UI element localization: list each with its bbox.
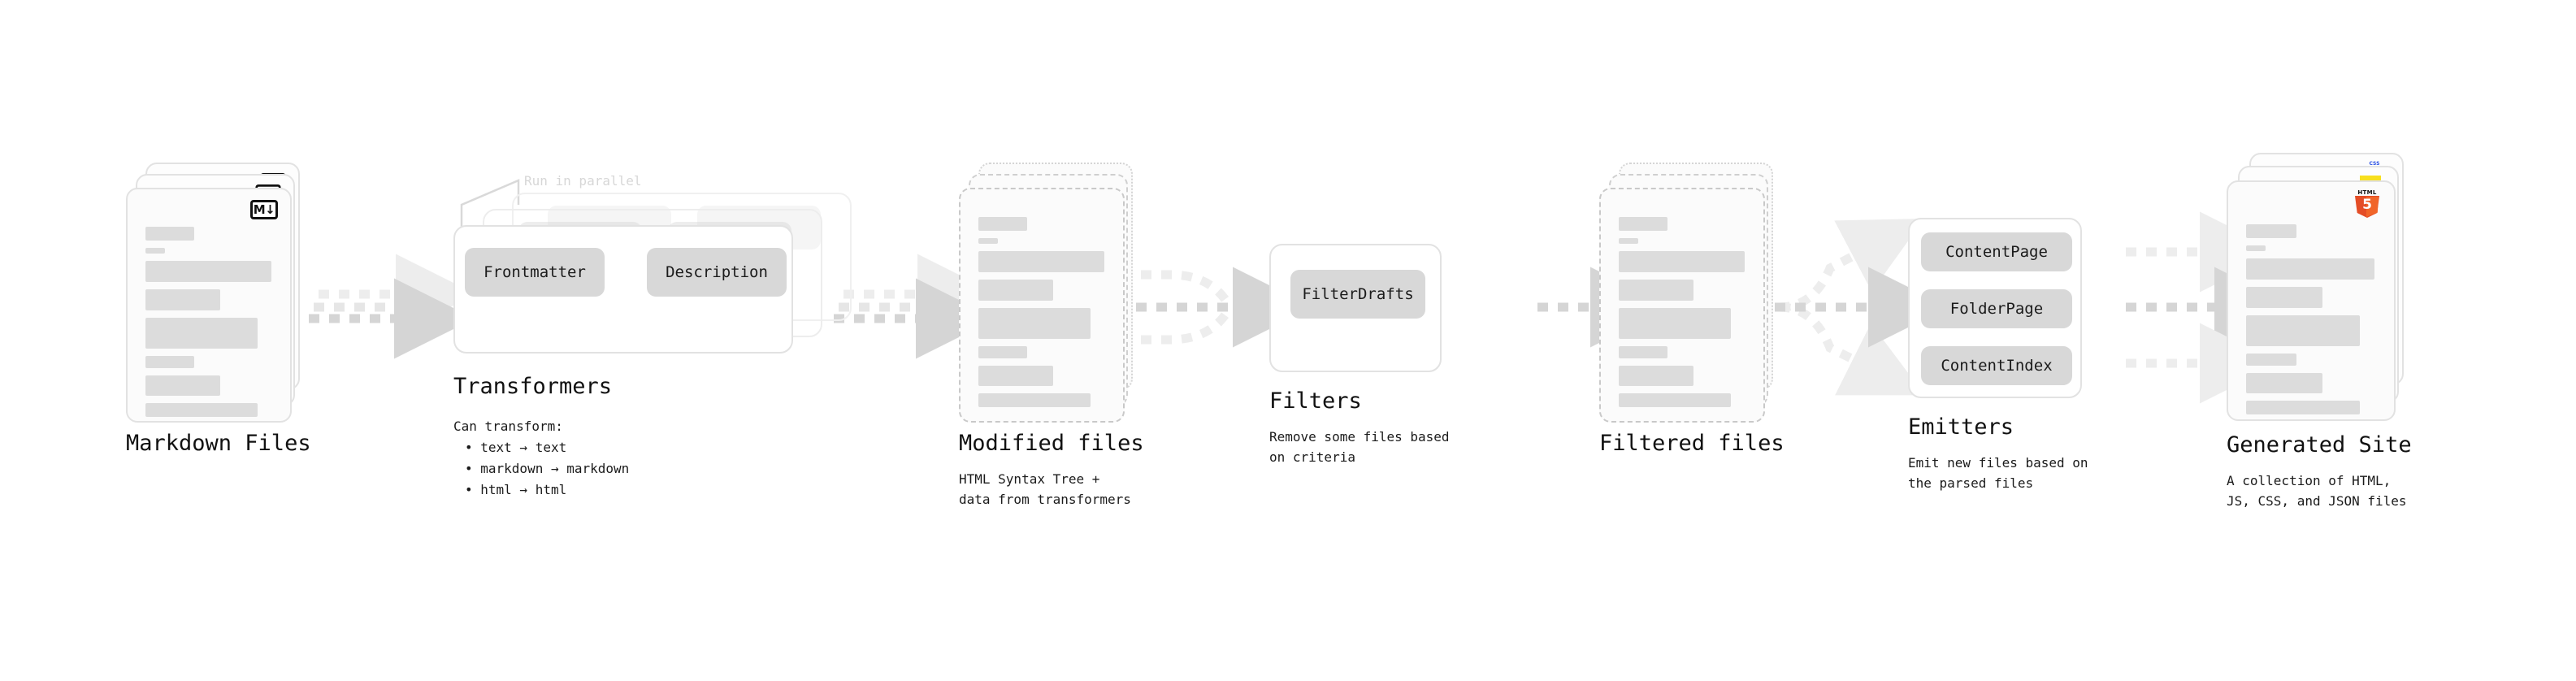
stage-markdown-files: M↓ M↓ M↓ Markdown Files	[126, 163, 313, 456]
stage-modified-files: Modified files HTML Syntax Tree + data f…	[959, 163, 1146, 507]
markdown-card-stack: M↓ M↓ M↓	[126, 163, 313, 423]
chip-contentindex[interactable]: ContentIndex	[1921, 346, 2072, 385]
page-title: Transformers	[453, 374, 613, 399]
markdown-card-front: M↓	[126, 188, 292, 423]
chip-contentpage[interactable]: ContentPage	[1921, 232, 2072, 271]
stage-generated-site: CSS HTML 5	[2227, 153, 2422, 509]
html5-icon: HTML 5	[2355, 189, 2379, 218]
html5-icon-digit: 5	[2362, 197, 2372, 213]
bullet-item: • html → html	[465, 481, 567, 497]
page-title: Emitters	[1908, 414, 2014, 440]
transformer-frame-front: Frontmatter Description	[453, 225, 793, 354]
filtered-card-front	[1599, 188, 1765, 423]
arrow-modified-to-filters	[1136, 267, 1313, 348]
skeleton-content	[978, 217, 1105, 414]
chip-filterdrafts[interactable]: FilterDrafts	[1290, 270, 1425, 319]
filters-frame: FilterDrafts	[1269, 244, 1442, 372]
html5-icon-label: HTML	[2357, 189, 2377, 196]
page-title: Generated Site	[2227, 432, 2412, 458]
arrow-emitters-to-site	[2126, 211, 2295, 404]
stage-subtitle: A collection of HTML, JS, CSS, and JSON …	[2227, 473, 2407, 509]
transformers-bullets: Can transform: • text → text • markdown …	[453, 416, 629, 501]
modified-card-stack	[959, 163, 1146, 423]
stage-subtitle: Emit new files based on the parsed files	[1908, 455, 2088, 491]
skeleton-content	[145, 227, 272, 424]
arrow-markdown-to-transformers	[309, 254, 476, 359]
css-icon-label: CSS	[2369, 161, 2380, 167]
chip-description[interactable]: Description	[647, 248, 787, 297]
page-title: Markdown Files	[126, 431, 311, 456]
skeleton-content	[1619, 217, 1746, 414]
skeleton-content	[2246, 224, 2376, 422]
page-title: Modified files	[959, 431, 1144, 456]
bullet-item: • text → text	[465, 439, 567, 455]
modified-card-front	[959, 188, 1125, 423]
filtered-card-stack	[1599, 163, 1786, 423]
stage-subtitle: HTML Syntax Tree + data from transformer…	[959, 471, 1131, 507]
markdown-icon: M↓	[250, 200, 278, 219]
chip-folderpage[interactable]: FolderPage	[1921, 289, 2072, 328]
bullet-item: • markdown → markdown	[465, 460, 630, 476]
bullets-header: Can transform:	[453, 419, 563, 434]
page-title: Filters	[1269, 388, 1362, 414]
site-card-front: HTML 5	[2227, 180, 2396, 421]
site-card-stack: CSS HTML 5	[2227, 153, 2422, 426]
arrow-filtered-to-emitters	[1775, 219, 1949, 396]
stage-filtered-files: Filtered files	[1599, 163, 1786, 456]
page-title: Filtered files	[1599, 431, 1785, 456]
stage-subtitle: Remove some files based on criteria	[1269, 429, 1450, 465]
chip-frontmatter[interactable]: Frontmatter	[465, 248, 605, 297]
run-in-parallel-label: Run in parallel	[524, 173, 642, 189]
emitters-frame: ContentPage FolderPage ContentIndex	[1908, 218, 2082, 398]
